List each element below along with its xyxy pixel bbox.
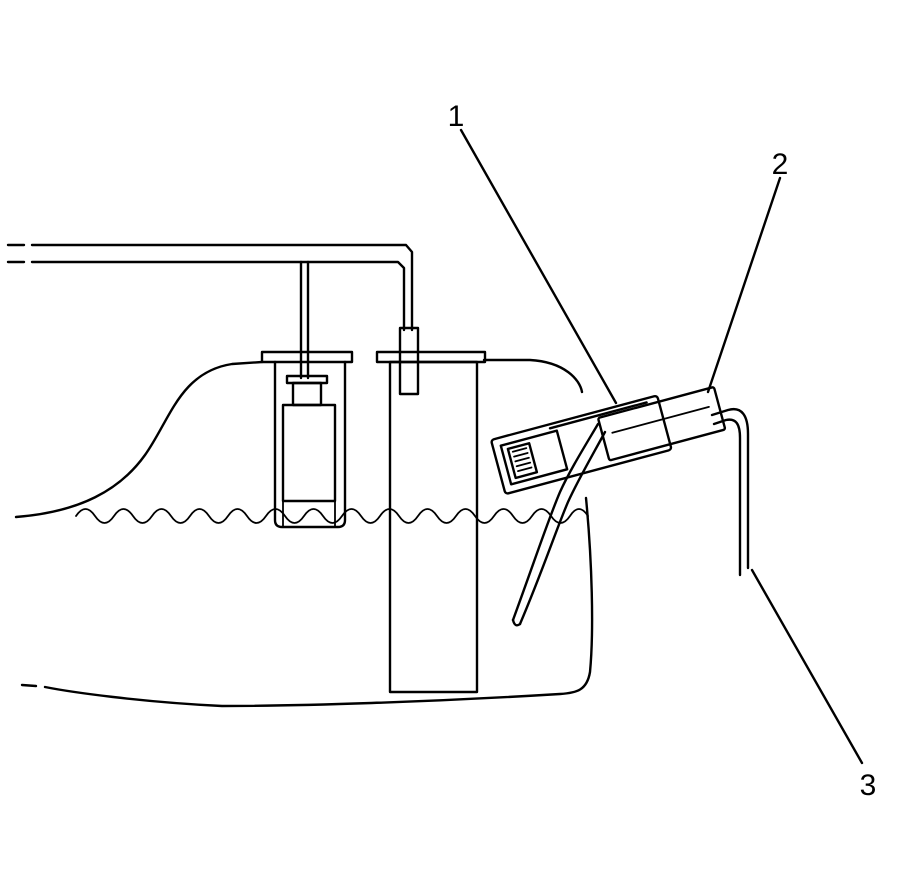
callout-2: 2	[772, 148, 789, 181]
fuel-lines	[6, 243, 414, 380]
connector	[597, 386, 727, 462]
fill-tube	[375, 326, 487, 694]
fuel-level-line	[75, 508, 589, 524]
siphon-adapter	[490, 394, 673, 627]
callout-1: 1	[448, 100, 465, 133]
fuel-tank	[14, 358, 594, 708]
callout-3: 3	[860, 769, 877, 802]
drain-hose	[710, 407, 750, 577]
leader-lines	[459, 128, 864, 765]
fuel-pump-module	[260, 350, 354, 529]
